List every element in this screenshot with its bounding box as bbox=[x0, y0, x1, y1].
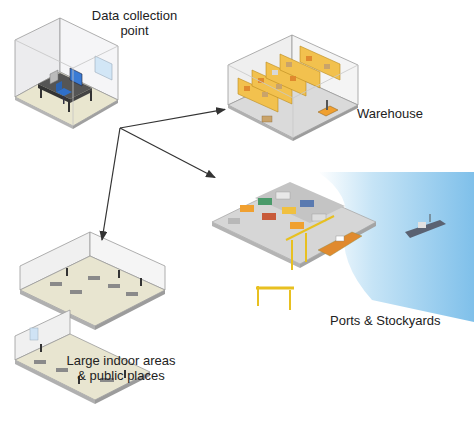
indoor-area-illustration-part bbox=[70, 290, 82, 294]
office-room-illustration-part bbox=[50, 70, 58, 84]
indoor-area-illustration-part bbox=[66, 268, 68, 276]
warehouse-illustration bbox=[228, 35, 358, 141]
arrow-connector bbox=[120, 109, 225, 128]
illustration-node: Warehouse bbox=[225, 45, 360, 150]
indoor-area-illustration-part bbox=[50, 282, 62, 286]
port-illustration-part bbox=[258, 198, 272, 205]
arrow-connector bbox=[120, 128, 215, 178]
office-room-illustration-part bbox=[68, 102, 70, 112]
port-illustration-part bbox=[318, 172, 474, 322]
crane-symbol-part bbox=[289, 290, 291, 310]
office-room-illustration-part bbox=[15, 97, 73, 129]
port-illustration-part bbox=[336, 236, 344, 241]
port-illustration-part bbox=[318, 232, 362, 256]
indoor-area-illustration-part bbox=[34, 360, 46, 364]
warehouse-illustration-part bbox=[272, 70, 278, 75]
indoor-area-illustration-part bbox=[30, 328, 38, 340]
port-illustration-part bbox=[300, 222, 376, 268]
indoor-area-illustration-part bbox=[140, 278, 142, 286]
office-room-illustration-part bbox=[40, 88, 42, 98]
office-room-illustration-part bbox=[95, 56, 112, 80]
port-illustration-part bbox=[262, 213, 276, 220]
crane-symbol-part bbox=[286, 216, 334, 240]
crane-symbol bbox=[256, 216, 334, 310]
arrow-connector bbox=[102, 128, 120, 240]
office-room-illustration-part bbox=[90, 91, 92, 101]
crane-symbol-part bbox=[305, 233, 307, 262]
warehouse-illustration-part bbox=[306, 56, 312, 61]
warehouse-illustration-part bbox=[293, 98, 294, 138]
illustration-node: Data collection point bbox=[15, 20, 120, 128]
port-illustration-part bbox=[228, 218, 240, 224]
node-label: Large indoor areas & public places bbox=[65, 353, 177, 383]
warehouse-illustration-part bbox=[300, 46, 340, 80]
port-illustration-part bbox=[418, 222, 426, 228]
port-illustration-part bbox=[276, 192, 290, 199]
office-room-illustration-part bbox=[63, 96, 65, 104]
node-label: Warehouse bbox=[357, 106, 437, 121]
warehouse-illustration-part bbox=[244, 86, 250, 91]
port-illustration-part bbox=[405, 220, 446, 238]
indoor-area-illustration-part bbox=[20, 256, 165, 326]
port-illustration-part bbox=[282, 207, 296, 214]
indoor-area-illustration-part bbox=[118, 270, 120, 278]
office-room-illustration bbox=[15, 18, 118, 129]
port-illustration-part bbox=[300, 200, 314, 207]
warehouse-illustration-part bbox=[324, 64, 330, 69]
office-room-illustration-part bbox=[15, 40, 118, 68]
warehouse-illustration-part bbox=[276, 84, 282, 89]
illustration-node: Large indoor areas & public places bbox=[10, 240, 165, 420]
port-illustration-part bbox=[290, 222, 304, 229]
warehouse-illustration-part bbox=[262, 116, 272, 122]
illustration-node: Ports & Stockyards bbox=[215, 170, 474, 320]
crane-symbol-part bbox=[256, 287, 294, 290]
warehouse-illustration-part bbox=[262, 92, 268, 97]
office-room-illustration-part bbox=[70, 68, 82, 86]
warehouse-illustration-part bbox=[326, 100, 328, 110]
indoor-area-illustration-part bbox=[56, 368, 68, 372]
port-illustration-part bbox=[212, 222, 300, 268]
warehouse-illustration-part bbox=[293, 105, 358, 141]
warehouse-illustration-part bbox=[228, 105, 293, 141]
indoor-area-illustration-part bbox=[88, 276, 100, 280]
node-label: Data collection point bbox=[87, 8, 182, 38]
office-room-illustration-part bbox=[56, 81, 62, 92]
port-illustration bbox=[212, 172, 474, 322]
indoor-area-illustration-part bbox=[95, 290, 165, 330]
indoor-area-illustration-part bbox=[108, 284, 120, 288]
indoor-area-illustration-part bbox=[40, 344, 42, 352]
warehouse-illustration-part bbox=[286, 62, 292, 67]
port-illustration-part bbox=[240, 205, 254, 212]
office-room-illustration-part bbox=[73, 68, 74, 126]
office-room-illustration-part bbox=[73, 100, 118, 129]
port-illustration-part bbox=[430, 214, 431, 222]
crane-symbol-part bbox=[291, 240, 293, 270]
warehouse-illustration-part bbox=[228, 65, 358, 98]
office-room-illustration-part bbox=[15, 72, 118, 126]
indoor-area-illustration-part bbox=[126, 292, 138, 296]
warehouse-illustration-part bbox=[290, 76, 296, 81]
node-label: Ports & Stockyards bbox=[330, 313, 470, 328]
